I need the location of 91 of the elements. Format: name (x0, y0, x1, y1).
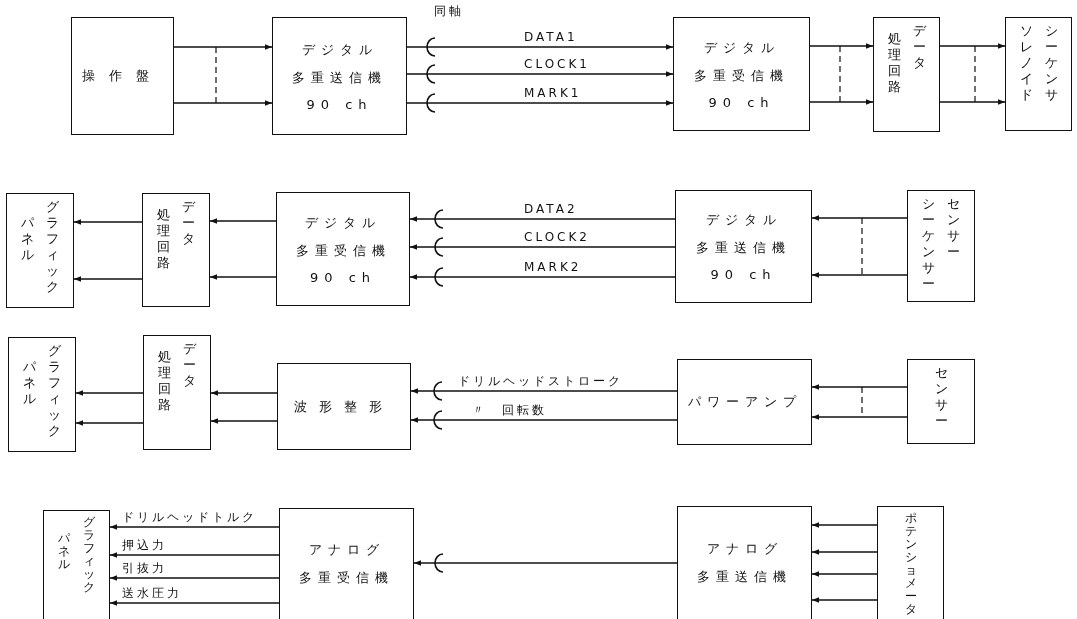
box-label: 処理回路 (886, 31, 902, 95)
arrow (109, 552, 280, 558)
box-label: アナログ (706, 540, 783, 558)
box-label: グラフィック (82, 516, 96, 594)
panel-box (143, 335, 211, 450)
box-label: データ (911, 23, 927, 71)
arrow (75, 420, 144, 426)
arrow (406, 100, 674, 106)
arrow (811, 549, 878, 555)
process-box (677, 359, 812, 445)
box-label: 波形整形 (294, 397, 394, 416)
panel-box (907, 190, 975, 302)
arrow (811, 522, 878, 528)
arrow (410, 388, 678, 394)
box-label: 90 ch (306, 96, 373, 112)
box-label: 多重受信機 (295, 241, 391, 260)
arrow (406, 71, 674, 77)
arrow (811, 414, 908, 420)
box-label: パネル (57, 532, 71, 571)
box-label: 多重受信機 (299, 569, 394, 587)
box-label: シーケンサー (921, 196, 936, 292)
box-label: 90 ch (710, 267, 777, 282)
box-label: データ (181, 199, 196, 247)
arrow (73, 219, 143, 225)
arrow (409, 244, 676, 250)
arrow (109, 524, 280, 530)
panel-box (6, 193, 74, 308)
box-label: 多重受信機 (694, 66, 789, 85)
arrow (406, 44, 674, 50)
box-label: パネル (22, 359, 37, 407)
arrow (811, 384, 908, 390)
box-label: 多重送信機 (696, 239, 791, 257)
process-box (277, 363, 411, 450)
box-label: デジタル (705, 211, 782, 229)
arrow (413, 560, 678, 566)
arrow (811, 215, 908, 221)
box-label: データ (182, 341, 197, 389)
box-label: 90 ch (309, 269, 377, 285)
arrow (811, 571, 878, 577)
box-label: デジタル (301, 40, 378, 59)
box-label: 処理回路 (156, 207, 171, 271)
arrow (939, 43, 1006, 49)
process-box (272, 17, 407, 135)
box-label: 操作盤 (82, 67, 163, 85)
panel-box (43, 510, 110, 619)
arrow (939, 99, 1006, 105)
arrow (75, 390, 144, 396)
panel-box (877, 506, 944, 619)
process-box (675, 190, 812, 303)
panel-box (142, 193, 210, 307)
box-label: 90 ch (708, 94, 775, 110)
box-label: アナログ (308, 541, 385, 559)
box-label: ソレノイド (1018, 23, 1034, 103)
process-box (677, 506, 812, 619)
box-label: 多重送信機 (697, 568, 792, 586)
arrow (209, 218, 277, 224)
box-label: ポテンショメータ (903, 512, 918, 616)
box-label: パワーアンプ (687, 393, 802, 411)
arrow (209, 274, 277, 280)
box-label: デジタル (305, 213, 381, 232)
panel-box (8, 337, 76, 452)
box-label: 処理回路 (157, 349, 172, 413)
box-label: パネル (20, 215, 35, 263)
box-label: センサー (946, 196, 961, 260)
process-box (71, 17, 174, 135)
box-label: デジタル (703, 38, 780, 57)
arrow (173, 100, 273, 106)
arrow (210, 418, 278, 424)
box-label: センサー (933, 365, 949, 429)
box-label: グラフィック (47, 343, 62, 439)
process-box (279, 508, 414, 619)
box-label: シーケンサ (1043, 23, 1059, 103)
arrow (809, 43, 874, 49)
box-label: グラフィック (45, 199, 60, 295)
process-box (276, 192, 410, 306)
arrow (210, 390, 278, 396)
arrow (173, 44, 273, 50)
arrow (409, 216, 676, 222)
arrow (409, 274, 676, 280)
panel-box (907, 359, 975, 444)
arrow (811, 597, 878, 603)
arrow (410, 417, 678, 423)
arrow (109, 575, 280, 581)
arrow (809, 99, 874, 105)
arrow (73, 276, 143, 282)
process-box (673, 17, 810, 131)
panel-box (1005, 17, 1072, 131)
panel-box (873, 17, 940, 132)
arrow (109, 600, 280, 606)
arrow (811, 272, 908, 278)
box-label: 多重送信機 (292, 68, 387, 87)
